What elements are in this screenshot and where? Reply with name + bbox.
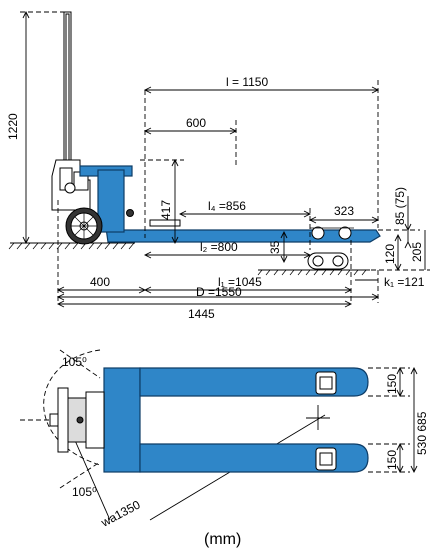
label-323: 323	[334, 204, 354, 218]
label-205: 205	[410, 242, 424, 262]
label-fork-150-bottom: 150	[385, 450, 399, 470]
label-85-75: 85 (75)	[393, 187, 407, 225]
label-k1-121: k₁ =121	[384, 275, 425, 289]
label-35: 35	[268, 240, 282, 254]
side-dimensions	[20, 10, 430, 308]
label-fork-150-top: 150	[385, 374, 399, 394]
label-l4-856: l₄ =856	[208, 199, 246, 213]
label-600: 600	[186, 116, 206, 130]
label-l-1150: l = 1150	[226, 75, 268, 89]
roller-detail	[257, 252, 370, 276]
dimension-labels: 1220 l = 1150 600 417 l₄ =856 323 85 (75…	[6, 75, 429, 548]
label-wa-1350: wa1350	[98, 497, 143, 530]
pump-top	[49, 387, 105, 453]
top-view	[20, 349, 418, 521]
label-angle-top: 105⁰	[62, 355, 87, 369]
turning-arc	[43, 349, 101, 466]
label-400: 400	[90, 275, 110, 289]
label-l1-1045: l₁ =1045	[218, 275, 262, 289]
label-1445: 1445	[188, 307, 215, 321]
side-view	[8, 10, 430, 308]
label-d-1550: D =1550	[196, 285, 242, 299]
chassis-top	[103, 367, 369, 473]
fork-body	[97, 169, 381, 243]
centre-mark	[306, 405, 330, 430]
label-height-1220: 1220	[6, 113, 20, 140]
steering-wheel	[65, 207, 103, 245]
label-l2-800: l₂ =800	[200, 240, 238, 254]
units-label: (mm)	[204, 531, 241, 548]
label-120: 120	[383, 244, 397, 264]
label-417: 417	[159, 200, 173, 220]
ground-line	[8, 242, 135, 250]
load-rollers	[310, 226, 354, 240]
fork-dimensions	[368, 366, 418, 474]
label-530-685: 530 685	[415, 411, 429, 455]
tiller-handle	[63, 11, 72, 163]
label-angle-bottom: 105⁰	[72, 485, 97, 499]
